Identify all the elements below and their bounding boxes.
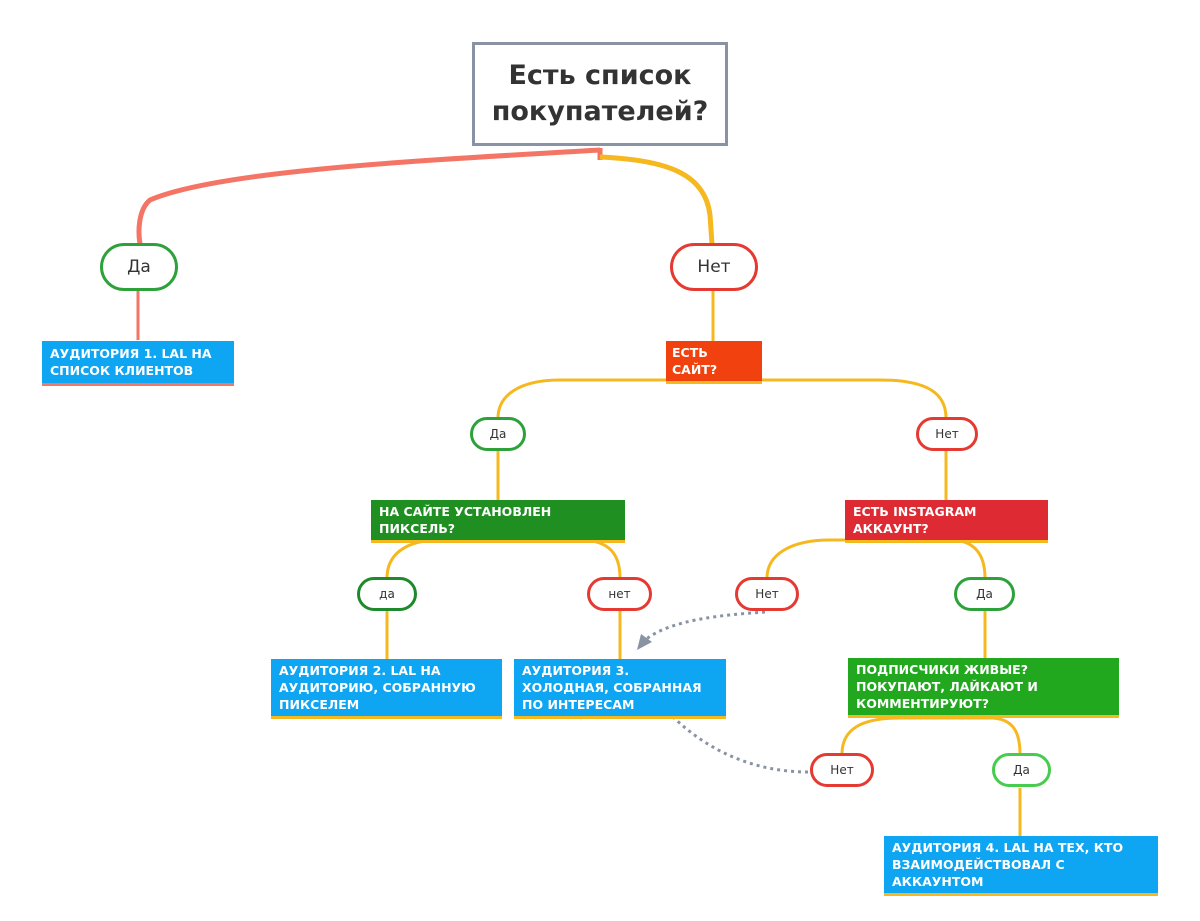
answer-insta-no[interactable]: Нет [735,577,799,611]
root-question[interactable]: Есть список покупателей? [472,42,728,146]
audience-2-box[interactable]: АУДИТОРИЯ 2. LAL НА АУДИТОРИЮ, СОБРАННУЮ… [271,659,502,719]
audience-1-label: АУДИТОРИЯ 1. LAL НА СПИСОК КЛИЕНТОВ [50,346,212,378]
question-site[interactable]: ЕСТЬ САЙТ? [666,341,762,384]
root-question-text: Есть список покупателей? [491,60,709,127]
question-followers[interactable]: ПОДПИСЧИКИ ЖИВЫЕ? ПОКУПАЮТ, ЛАЙКАЮТ И КО… [848,658,1119,718]
arrowhead-1 [637,634,652,650]
audience-4-label: АУДИТОРИЯ 4. LAL НА ТЕХ, КТО ВЗАИМОДЕЙСТ… [892,840,1124,889]
answer-label: Да [489,427,507,441]
question-site-label: ЕСТЬ САЙТ? [672,345,718,377]
connector-root-yes [136,147,601,245]
audience-1-box[interactable]: АУДИТОРИЯ 1. LAL НА СПИСОК КЛИЕНТОВ [42,341,234,386]
answer-pixel-yes[interactable]: да [357,577,417,611]
answer-label: Нет [935,427,959,441]
answer-followers-no[interactable]: Нет [810,753,874,787]
answer-site-yes[interactable]: Да [470,417,526,451]
dashed-arrow-followers-no-a3 [666,710,809,774]
audience-4-box[interactable]: АУДИТОРИЯ 4. LAL НА ТЕХ, КТО ВЗАИМОДЕЙСТ… [884,836,1158,896]
answer-site-no[interactable]: Нет [916,417,978,451]
answer-label: Да [976,587,993,601]
audience-3-box[interactable]: АУДИТОРИЯ 3. ХОЛОДНАЯ, СОБРАННАЯ ПО ИНТЕ… [514,659,726,719]
question-pixel[interactable]: НА САЙТЕ УСТАНОВЛЕН ПИКСЕЛЬ? [371,500,625,543]
answer-root-yes[interactable]: Да [100,243,178,291]
answer-label: Нет [697,257,731,277]
answer-root-no[interactable]: Нет [670,243,758,291]
answer-pixel-no[interactable]: нет [587,577,652,611]
answer-label: нет [608,587,631,601]
question-pixel-label: НА САЙТЕ УСТАНОВЛЕН ПИКСЕЛЬ? [379,504,552,536]
answer-label: Да [127,257,151,277]
dashed-arrow-insta-no-a3 [644,610,766,642]
audience-3-label: АУДИТОРИЯ 3. ХОЛОДНАЯ, СОБРАННАЯ ПО ИНТЕ… [522,663,702,712]
answer-label: да [379,587,395,601]
question-instagram-label: ЕСТЬ INSTAGRAM АККАУНТ? [853,504,977,536]
question-followers-label: ПОДПИСЧИКИ ЖИВЫЕ? ПОКУПАЮТ, ЛАЙКАЮТ И КО… [856,662,1038,711]
answer-label: Нет [830,763,854,777]
answer-label: Нет [755,587,779,601]
answer-label: Да [1013,763,1030,777]
answer-insta-yes[interactable]: Да [954,577,1015,611]
answer-followers-yes[interactable]: Да [992,753,1051,787]
question-instagram[interactable]: ЕСТЬ INSTAGRAM АККАУНТ? [845,500,1048,543]
connector-root-no [599,154,715,245]
audience-2-label: АУДИТОРИЯ 2. LAL НА АУДИТОРИЮ, СОБРАННУЮ… [279,663,476,712]
